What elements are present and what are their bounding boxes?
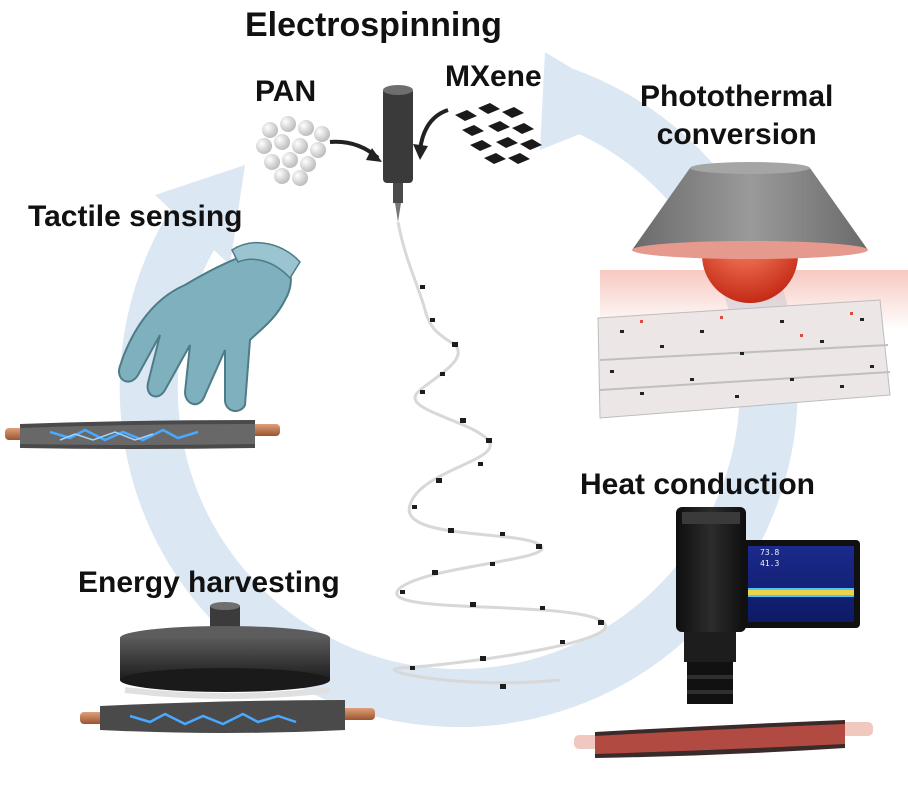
fiber-jet-flakes (400, 285, 604, 689)
energy-label: Energy harvesting (78, 566, 340, 599)
fiber-yarn-icon (80, 700, 375, 733)
thermal-camera-icon (676, 507, 860, 704)
photothermal-label-line1: Photothermal (640, 80, 834, 113)
tactile-label: Tactile sensing (28, 200, 243, 233)
diagram-title: Electrospinning (245, 6, 502, 44)
photothermal-label-line2: conversion (656, 118, 817, 151)
fiber-mat (597, 299, 891, 419)
fiber-yarn-icon (574, 720, 873, 758)
mxene-label: MXene (445, 60, 542, 93)
photothermal-label: Photothermal conversion (640, 78, 833, 154)
nozzle-icon (383, 85, 413, 222)
heat-label: Heat conduction (580, 468, 816, 501)
camera-readout-max: 73.8 (760, 548, 780, 557)
glove-icon (118, 242, 301, 412)
pan-particles (256, 116, 330, 186)
fiber-jet (392, 221, 608, 685)
mxene-flakes (455, 103, 542, 164)
pan-label: PAN (255, 75, 317, 108)
lamp-icon (600, 162, 908, 330)
camera-readout-min: 41.3 (760, 559, 780, 568)
fiber-yarn-icon (5, 420, 280, 449)
mxene-arrow (418, 108, 449, 151)
press-icon (120, 602, 331, 699)
